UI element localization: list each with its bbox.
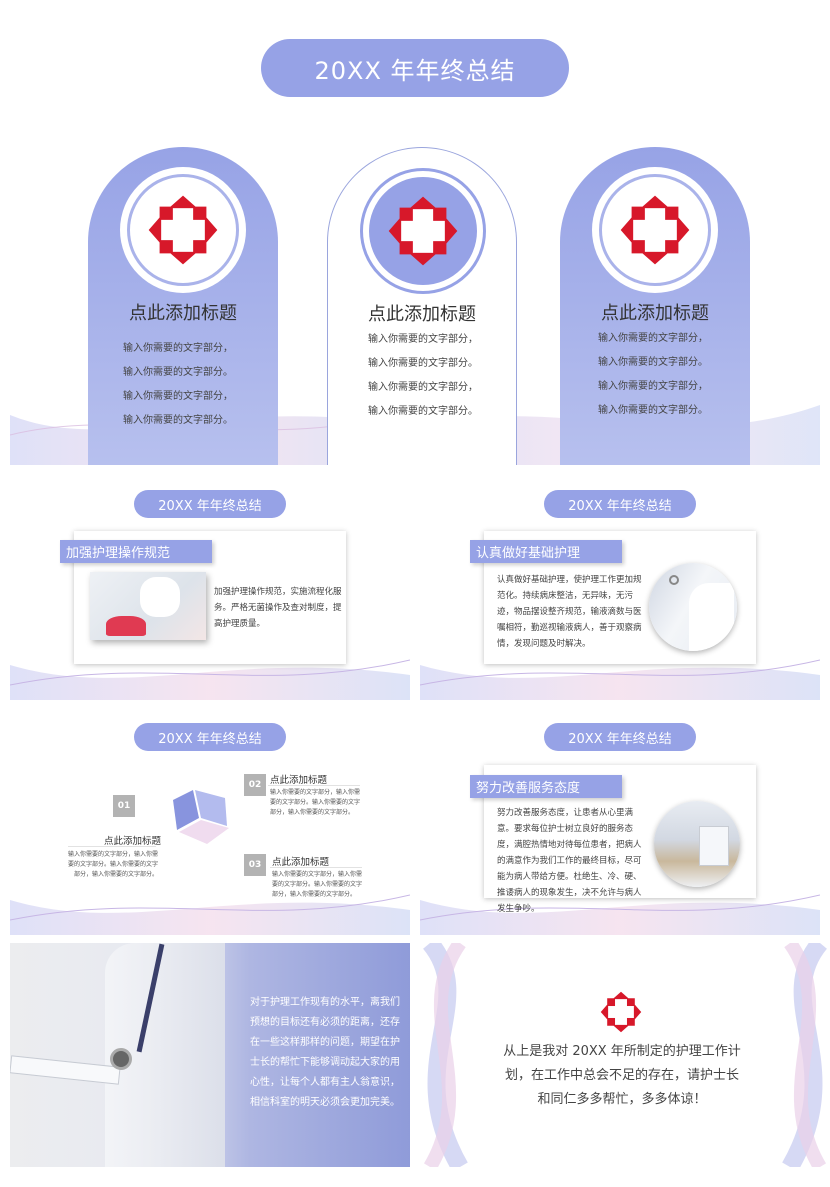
paragraph: 认真做好基础护理，使护理工作更加规范化。持续病床整洁，无异味，无污迹，物品摆设整… — [497, 575, 642, 649]
step-number-badge: 02 — [244, 774, 266, 796]
card-line: 输入你需要的文字部分， — [123, 343, 233, 354]
step-title: 点此添加标题 — [272, 857, 330, 868]
slide-service-attitude: 20XX 年年终总结 努力改善服务态度，让患者从心里满意。要求每位护士树立良好的… — [420, 710, 830, 935]
red-cross-icon — [384, 192, 462, 270]
section-tag: 努力改善服务态度 — [470, 775, 622, 798]
closing-text: 从上是我对 20XX 年所制定的护理工作计划，在工作中总会不足的存在，请护士长和… — [503, 1044, 741, 1107]
step-title: 点此添加标题 — [270, 775, 328, 786]
card-title: 点此添加标题 — [129, 303, 237, 324]
red-cross-icon — [598, 989, 644, 1035]
slide-header: 20XX 年年终总结 — [544, 490, 696, 518]
wave-decoration — [10, 659, 410, 700]
card-line: 输入你需要的文字部分， — [598, 333, 708, 344]
reflection-paragraph: 对于护理工作现有的水平，离我们预想的目标还有必须的距离，还存在一些这样那样的问题… — [250, 997, 400, 1108]
cross-badge — [120, 167, 246, 293]
slide-nursing-standards: 20XX 年年终总结 加强护理操作规范，实施流程化服务。严格无菌操作及查对制度，… — [10, 475, 410, 700]
card-line: 输入你需要的文字部分， — [368, 334, 478, 345]
cross-badge — [360, 168, 486, 294]
red-cross-icon — [144, 191, 222, 269]
slide-basic-care: 20XX 年年终总结 认真做好基础护理，使护理工作更加规范化。持续病床整洁，无异… — [420, 475, 830, 700]
cube-icon — [173, 790, 229, 844]
slide-header: 20XX 年年终总结 — [134, 490, 286, 518]
card-line: 输入你需要的文字部分， — [368, 382, 478, 393]
paragraph: 加强护理操作规范，实施流程化服务。严格无菌操作及查对制度，提高护理质量。 — [214, 587, 342, 629]
wave-decoration — [10, 894, 410, 935]
ribbon-decoration-left — [422, 943, 468, 1167]
hospital-bed-photo — [654, 801, 740, 887]
doctor-stethoscope-photo — [649, 563, 737, 651]
red-cross-icon — [616, 191, 694, 269]
section-tag: 加强护理操作规范 — [60, 540, 212, 563]
section-tag: 认真做好基础护理 — [470, 540, 622, 563]
paragraph: 努力改善服务态度，让患者从心里满意。要求每位护士树立良好的服务态度，满腔热情地对… — [497, 808, 642, 914]
nurse-photo — [90, 572, 206, 640]
card-line: 输入你需要的文字部分。 — [123, 415, 233, 426]
step-title: 点此添加标题 — [104, 836, 162, 847]
card-line: 输入你需要的文字部分， — [598, 381, 708, 392]
doctor-clipboard-photo — [10, 943, 240, 1167]
step-number-badge: 03 — [244, 854, 266, 876]
slide-closing: 从上是我对 20XX 年所制定的护理工作计划，在工作中总会不足的存在，请护士长和… — [420, 943, 830, 1167]
card-line: 输入你需要的文字部分。 — [598, 405, 708, 416]
card-title: 点此添加标题 — [368, 304, 476, 325]
cross-badge — [592, 167, 718, 293]
step-description: 输入你需要的文字部分，输入你需要的文字部分。输入你需要的文字部分，输入你需要的文… — [68, 851, 159, 878]
step-description: 输入你需要的文字部分，输入你需要的文字部分。输入你需要的文字部分，输入你需要的文… — [272, 871, 363, 898]
slide-three-points: 20XX 年年终总结 01 点此添加标题 输入你需要的文字部分，输入你需要的文字… — [10, 710, 410, 935]
card-line: 输入你需要的文字部分。 — [123, 367, 233, 378]
ribbon-decoration-right — [782, 943, 828, 1167]
cover-card-1[interactable]: 点此添加标题 输入你需要的文字部分， 输入你需要的文字部分。 输入你需要的文字部… — [88, 147, 278, 465]
wave-decoration — [420, 894, 820, 935]
card-line: 输入你需要的文字部分。 — [368, 406, 478, 417]
card-line: 输入你需要的文字部分。 — [368, 358, 478, 369]
step-number-badge: 01 — [113, 795, 135, 817]
slide-header: 20XX 年年终总结 — [544, 723, 696, 751]
card-line: 输入你需要的文字部分。 — [598, 357, 708, 368]
card-title: 点此添加标题 — [601, 303, 709, 324]
cover-title: 20XX 年年终总结 — [261, 39, 569, 97]
step-description: 输入你需要的文字部分，输入你需要的文字部分。输入你需要的文字部分，输入你需要的文… — [270, 789, 361, 816]
slide-header: 20XX 年年终总结 — [134, 723, 286, 751]
cover-card-3[interactable]: 点此添加标题 输入你需要的文字部分， 输入你需要的文字部分。 输入你需要的文字部… — [560, 147, 750, 465]
wave-decoration — [420, 659, 820, 700]
cover-card-2[interactable]: 点此添加标题 输入你需要的文字部分， 输入你需要的文字部分。 输入你需要的文字部… — [327, 147, 517, 465]
card-line: 输入你需要的文字部分， — [123, 391, 233, 402]
slide-reflection: 对于护理工作现有的水平，离我们预想的目标还有必须的距离，还存在一些这样那样的问题… — [10, 943, 410, 1167]
